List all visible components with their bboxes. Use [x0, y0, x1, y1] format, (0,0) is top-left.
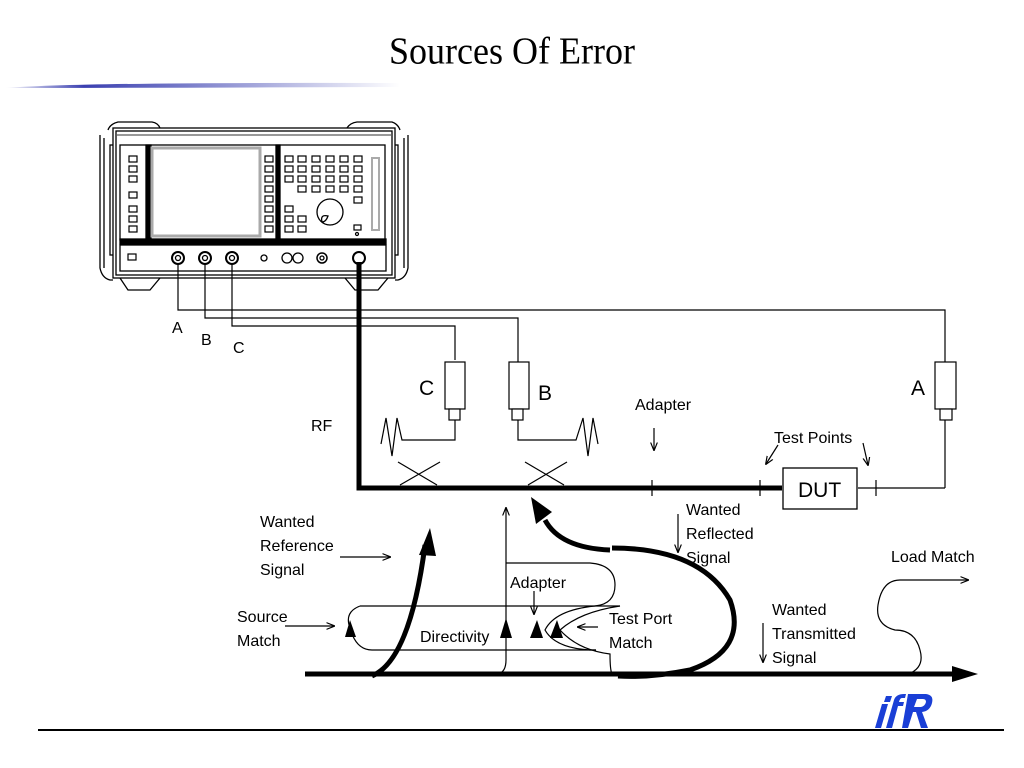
- detector-a-label: A: [911, 377, 925, 400]
- coupler-cables: [177, 264, 946, 362]
- label-adapter-flow: Adapter: [510, 575, 567, 592]
- detector-c: [380, 361, 466, 457]
- svg-text:Signal: Signal: [260, 562, 304, 579]
- svg-text:Match: Match: [237, 633, 281, 650]
- svg-text:Test Port: Test Port: [609, 611, 673, 628]
- rf-label: RF: [311, 418, 333, 435]
- keypad: [284, 155, 363, 237]
- svg-text:Wanted: Wanted: [772, 602, 827, 619]
- svg-text:Reflected: Reflected: [686, 526, 754, 543]
- test-instrument: [99, 121, 409, 291]
- slide-title: Sources Of Error: [389, 30, 635, 72]
- label-wanted-reflected: Wanted Reflected Signal: [686, 502, 754, 567]
- port-label-c: C: [233, 340, 245, 357]
- title-underline: [5, 82, 400, 88]
- port-label-a: A: [172, 320, 183, 337]
- svg-text:DUT: DUT: [798, 479, 841, 502]
- detector-a: [934, 361, 957, 421]
- adapter-label: Adapter: [635, 397, 692, 414]
- detector-c-label: C: [419, 377, 434, 400]
- signal-flow-graph: [305, 497, 978, 682]
- svg-text:Match: Match: [609, 635, 653, 652]
- port-label-b: B: [201, 332, 212, 349]
- svg-text:Wanted: Wanted: [686, 502, 741, 519]
- svg-text:Reference: Reference: [260, 538, 334, 555]
- svg-text:Transmitted: Transmitted: [772, 626, 856, 643]
- label-source-match: Source Match: [237, 609, 288, 650]
- label-wanted-reference: Wanted Reference Signal: [260, 514, 334, 579]
- label-load-match: Load Match: [891, 549, 975, 566]
- tuning-knob: [316, 198, 344, 226]
- svg-text:Signal: Signal: [772, 650, 816, 667]
- test-points-label: Test Points: [774, 430, 852, 447]
- svg-text:Source: Source: [237, 609, 288, 626]
- svg-text:Wanted: Wanted: [260, 514, 315, 531]
- detector-b: [508, 361, 599, 457]
- label-wanted-transmitted: Wanted Transmitted Signal: [772, 602, 856, 667]
- label-test-port-match: Test Port Match: [609, 611, 673, 652]
- svg-text:Signal: Signal: [686, 550, 730, 567]
- detector-b-label: B: [538, 382, 552, 405]
- ifr-logo: [875, 694, 933, 728]
- dut-box: DUT: [782, 467, 858, 510]
- forward-arrowhead: [952, 666, 978, 682]
- label-directivity: Directivity: [420, 629, 489, 646]
- footer-rule: [38, 729, 1004, 731]
- rf-main-line: [356, 262, 946, 496]
